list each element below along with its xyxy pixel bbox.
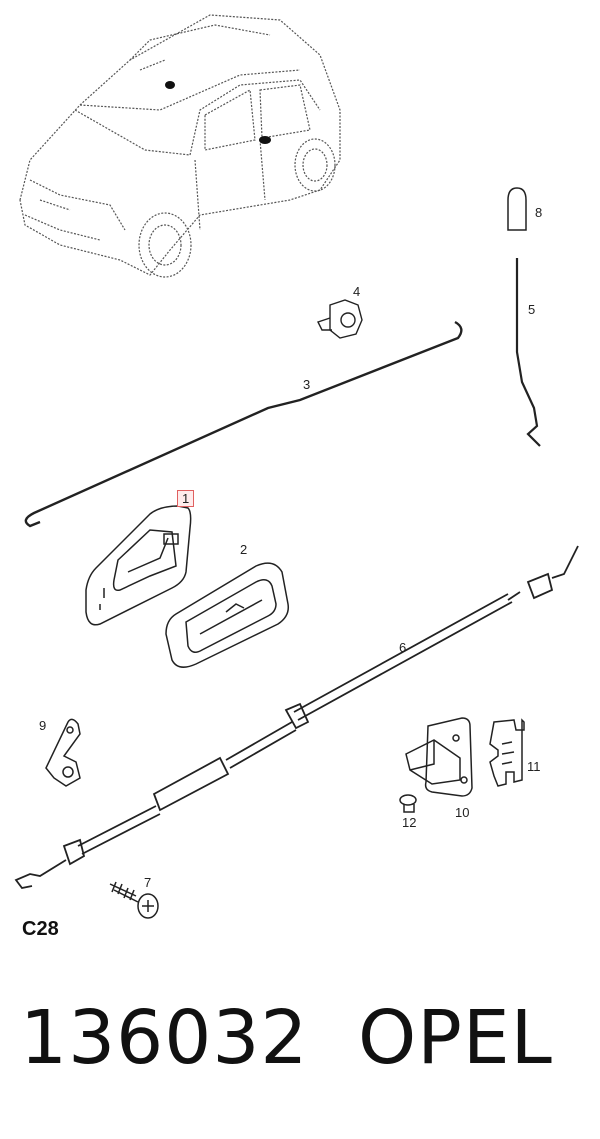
callout-2: 2 xyxy=(240,542,248,557)
parts-diagram xyxy=(14,14,579,919)
part-1-inner-handle xyxy=(85,505,192,626)
part-8-rod-cap xyxy=(507,187,527,231)
callout-6: 6 xyxy=(399,640,407,655)
part-5-lock-rod xyxy=(515,258,541,447)
part-10-striker xyxy=(405,717,473,797)
car-illustration xyxy=(19,14,341,278)
callout-3: 3 xyxy=(303,377,311,392)
callout-10: 10 xyxy=(455,805,470,820)
callout-5: 5 xyxy=(528,302,536,317)
callout-1: 1 xyxy=(177,490,195,507)
part-6-cable xyxy=(14,545,579,889)
callout-9: 9 xyxy=(39,718,47,733)
part-11-shim-plate xyxy=(489,718,525,787)
part-number: 136032 xyxy=(20,995,309,1081)
car-door-handle-markers xyxy=(165,81,271,144)
callout-8: 8 xyxy=(535,205,543,220)
part-12-screw xyxy=(399,794,417,813)
part-4-clip xyxy=(317,299,363,339)
part-9-bracket xyxy=(45,718,81,787)
callout-11: 11 xyxy=(527,759,541,774)
part-7-screw xyxy=(109,881,159,919)
callout-12: 12 xyxy=(402,815,417,830)
part-2-handle-bezel xyxy=(165,562,290,668)
section-code-label: C28 xyxy=(22,918,59,940)
part-3-control-rod xyxy=(24,320,463,528)
callout-4: 4 xyxy=(353,284,361,299)
callout-7: 7 xyxy=(144,875,152,890)
brand-name: OPEL xyxy=(358,995,553,1081)
